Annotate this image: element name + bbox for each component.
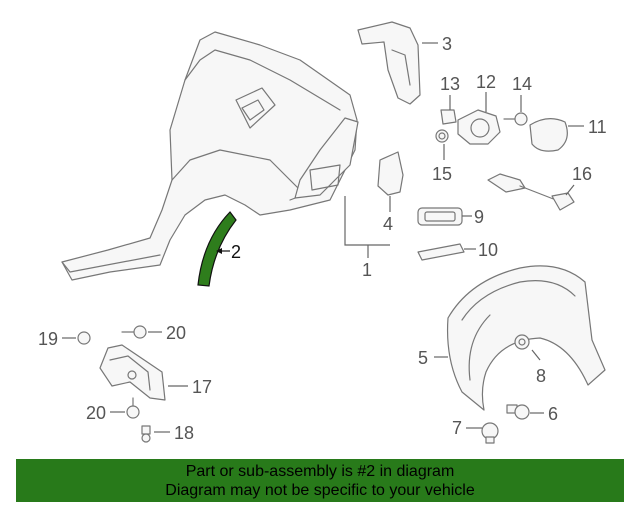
part-3-bracket[interactable] [357, 21, 421, 105]
callout-6: 6 [548, 404, 558, 424]
part-6-clip[interactable] [506, 404, 530, 420]
callout-16: 16 [572, 164, 592, 184]
part-9-grommet[interactable] [417, 207, 463, 226]
callout-17: 17 [192, 377, 212, 397]
callout-9: 9 [474, 207, 484, 227]
callout-7: 7 [452, 418, 462, 438]
part-17-bracket[interactable] [99, 344, 166, 401]
info-banner: Part or sub-assembly is #2 in diagram Di… [16, 459, 624, 502]
callout-4: 4 [383, 214, 393, 234]
callout-11: 11 [588, 117, 607, 137]
banner-line-2: Diagram may not be specific to your vehi… [165, 482, 475, 499]
part-7-clip[interactable] [481, 422, 499, 444]
callout-15: 15 [432, 164, 452, 184]
part-4-bracket[interactable] [377, 151, 404, 196]
callout-20b: 20 [86, 403, 106, 423]
part-18-clip[interactable] [141, 425, 151, 443]
callout-14: 14 [512, 74, 532, 94]
part-15-ring[interactable] [435, 129, 449, 143]
part-19-plug[interactable] [77, 331, 91, 345]
callout-10: 10 [478, 240, 498, 260]
callout-2: 2 [231, 242, 241, 262]
callout-16-leader [565, 184, 575, 196]
callout-3: 3 [442, 34, 452, 54]
part-14-screw[interactable] [503, 112, 528, 126]
part-8-clip[interactable] [514, 334, 530, 350]
part-10-strip[interactable] [417, 243, 465, 261]
callout-12: 12 [476, 72, 496, 92]
part-12-filler-housing[interactable] [457, 109, 501, 145]
callout-20a: 20 [166, 323, 186, 343]
callout-2-arrow [216, 248, 222, 254]
callout-8: 8 [536, 366, 546, 386]
banner-line-1: Part or sub-assembly is #2 in diagram [185, 463, 455, 480]
callout-5: 5 [418, 348, 428, 368]
callout-18: 18 [174, 423, 194, 443]
part-16-cable[interactable] [487, 173, 575, 211]
part-20-bolt-lower[interactable] [126, 397, 140, 419]
callout-19: 19 [38, 329, 58, 349]
part-3-detail [391, 49, 411, 86]
part-20-bolt-upper[interactable] [121, 325, 147, 339]
quarter-panel-part[interactable] [61, 31, 359, 281]
part-2-moulding-highlighted[interactable] [197, 211, 237, 287]
callout-1: 1 [362, 260, 372, 280]
callout-8-leader [531, 349, 541, 361]
callout-13: 13 [440, 74, 460, 94]
callout-1-leader [344, 196, 390, 258]
part-11-fuel-door[interactable] [529, 118, 568, 152]
part-13-clip[interactable] [440, 109, 457, 125]
